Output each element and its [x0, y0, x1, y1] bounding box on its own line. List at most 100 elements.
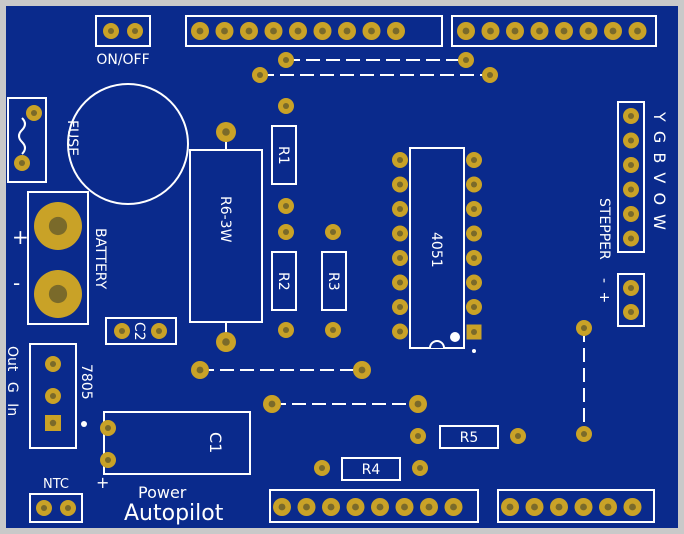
pad-hole — [155, 327, 163, 335]
pad-hole — [48, 216, 68, 236]
pad-hole — [396, 230, 404, 237]
pad-hole — [470, 303, 478, 311]
pad-hole — [627, 137, 635, 144]
ic-label: 4051 — [428, 232, 444, 268]
reg-label: 7805 — [78, 364, 94, 400]
stepper-pm-label: - + — [596, 278, 612, 303]
pad-hole — [196, 366, 204, 374]
pad-hole — [49, 419, 57, 427]
pad-hole — [627, 235, 635, 242]
pad-hole — [470, 279, 478, 286]
stepper-pins-label: Y G B V O W — [650, 111, 669, 230]
pad-hole — [470, 181, 478, 188]
pad-hole — [514, 432, 522, 440]
pad-hole — [414, 400, 422, 408]
ntc-outline — [29, 493, 83, 523]
board-substrate — [6, 6, 678, 528]
pad-hole — [414, 432, 422, 440]
pad-hole — [470, 230, 478, 237]
pad-hole — [104, 424, 112, 432]
r6-label: R6-3W — [217, 196, 233, 243]
header-top-left — [185, 15, 443, 47]
pad-hole — [49, 360, 57, 368]
pad-hole — [49, 392, 57, 400]
pad-hole — [585, 27, 592, 35]
pad-hole — [376, 503, 384, 511]
pad-hole — [555, 503, 563, 511]
fuse-label: FUSE — [64, 120, 80, 156]
pad-hole — [40, 504, 48, 512]
pad-hole — [329, 228, 337, 236]
pad-hole — [627, 161, 635, 169]
r5-outline — [439, 425, 499, 449]
pad-hole — [560, 27, 568, 35]
pad-hole — [511, 27, 519, 35]
ic-pin1-dot2 — [472, 349, 476, 353]
ntc-label: NTC — [43, 477, 69, 492]
pad-hole — [634, 27, 641, 35]
pad-hole — [580, 430, 588, 438]
pad-hole — [48, 284, 68, 304]
pad-hole — [268, 400, 276, 408]
pad-hole — [358, 366, 366, 374]
reg-dot — [81, 421, 87, 427]
pad-hole — [396, 303, 404, 311]
pad-hole — [396, 254, 404, 262]
reg-pins-label: Out G In — [4, 346, 20, 416]
pad-hole — [580, 324, 588, 332]
ic-pin1-dot — [450, 332, 460, 342]
pad-hole — [487, 27, 494, 35]
r3-label: R3 — [325, 272, 341, 291]
pad-hole — [303, 503, 310, 511]
pad-hole — [343, 27, 351, 35]
pad-hole — [396, 205, 404, 213]
header-bottom-left — [269, 489, 479, 523]
onoff-outline — [95, 15, 151, 47]
r4-label: R4 — [362, 462, 381, 478]
pad-hole — [368, 27, 375, 35]
r2-label: R2 — [275, 272, 291, 291]
fuse-symbol — [18, 117, 26, 155]
pad-hole — [416, 464, 424, 472]
pad-hole — [627, 186, 635, 193]
c1-plus: + — [96, 473, 109, 492]
pads-layer — [14, 22, 647, 516]
header-top-right — [451, 15, 657, 47]
pad-hole — [401, 503, 408, 511]
pad-hole — [245, 27, 253, 35]
battery-outline — [27, 191, 89, 325]
pad-hole — [118, 327, 126, 335]
pad-hole — [319, 27, 326, 35]
pad-hole — [471, 329, 477, 335]
pad-hole — [486, 71, 494, 79]
pad-hole — [282, 326, 290, 334]
pad-hole — [425, 503, 433, 511]
battery-label: BATTERY — [92, 228, 108, 290]
r5-label: R5 — [460, 430, 479, 446]
pad-hole — [531, 503, 538, 511]
r3-outline — [321, 251, 347, 311]
c2-label: C2 — [131, 322, 147, 341]
pad-hole — [270, 27, 277, 35]
pad-hole — [222, 128, 230, 136]
pad-hole — [450, 503, 457, 511]
fuse-outline — [7, 97, 47, 183]
pad-hole — [396, 328, 404, 335]
pad-hole — [629, 503, 636, 511]
c1-label: C1 — [206, 432, 225, 453]
fuse-holder — [67, 83, 189, 205]
r1-outline — [271, 125, 297, 185]
pad-hole — [221, 27, 228, 35]
pad-hole — [627, 308, 635, 316]
pad-hole — [462, 27, 470, 35]
r2-outline — [271, 251, 297, 311]
pad-hole — [282, 202, 290, 210]
pad-hole — [396, 156, 404, 164]
stepper-label: STEPPER — [596, 198, 612, 260]
pad-hole — [294, 27, 302, 35]
pad-hole — [396, 181, 404, 188]
pad-hole — [318, 464, 326, 472]
onoff-label: ON/OFF — [96, 52, 149, 68]
c1-outline — [103, 411, 251, 475]
